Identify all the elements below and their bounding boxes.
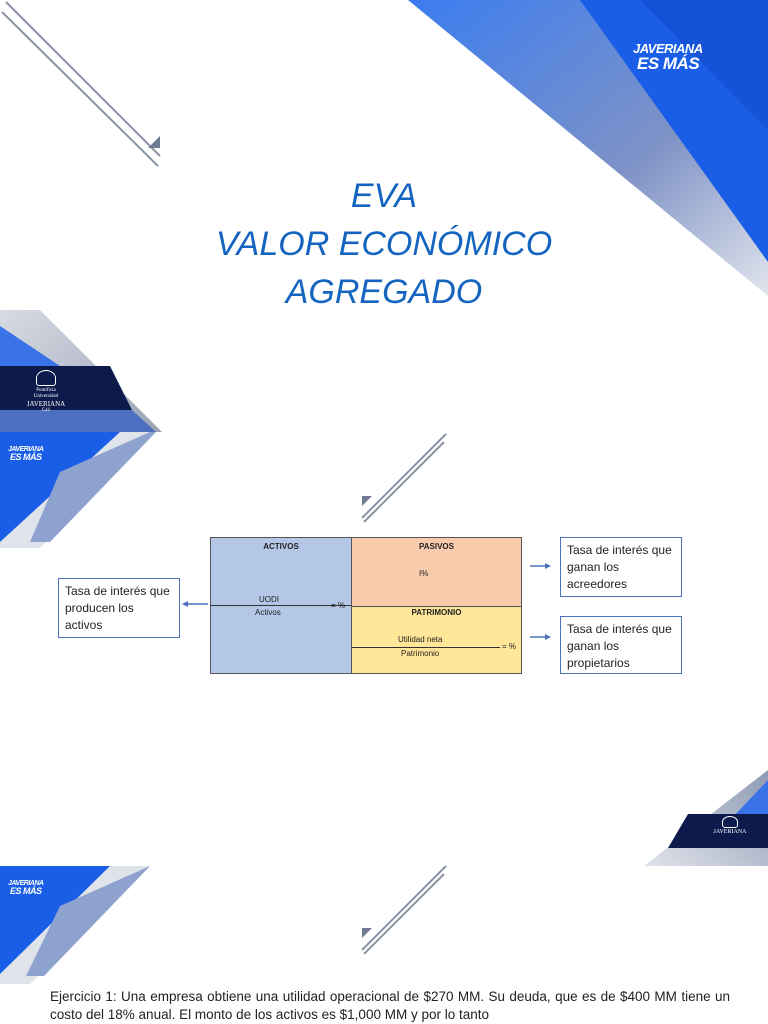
brand-line1: JAVERIANA [8, 880, 44, 887]
patrimonio-numerator: Utilidad neta [398, 635, 443, 644]
balance-sheet-diagram: ACTIVOS PASIVOS I% PATRIMONIO UODI Activ… [210, 537, 522, 674]
university-seal-right: JAVERIANA [710, 816, 750, 836]
seal-line3: Cali [41, 408, 51, 413]
callout-propietarios: Tasa de interés que ganan los propietari… [560, 616, 682, 674]
seal-icon [36, 370, 56, 386]
slide-title: EVA VALOR ECONÓMICO AGREGADO [134, 172, 634, 316]
activos-fraction-line [211, 605, 351, 606]
patrimonio-fraction-line [352, 647, 500, 648]
brand-line1: JAVERIANA [8, 446, 44, 453]
pasivos-block [352, 538, 521, 607]
title-line-1: EVA [350, 177, 418, 215]
brand-logo-slide2: JAVERIANA ES MÁS [8, 446, 44, 462]
title-line-2: VALOR ECONÓMICO [215, 225, 553, 263]
activos-header: ACTIVOS [263, 542, 299, 551]
brand-line2: ES MÁS [10, 886, 42, 896]
decorative-ribbon-slide2-left [0, 432, 156, 548]
pasivos-value: I% [419, 569, 429, 578]
decorative-ribbon-slide3-left [0, 866, 150, 984]
pasivos-header: PASIVOS [419, 542, 454, 551]
decorative-ribbon-top-right [408, 0, 768, 296]
patrimonio-denominator: Patrimonio [401, 649, 440, 658]
callout-activos: Tasa de interés que producen los activos [58, 578, 180, 638]
patrimonio-header: PATRIMONIO [411, 608, 462, 617]
brand-logo-slide3: JAVERIANA ES MÁS [8, 880, 44, 896]
decorative-ribbon-left [0, 310, 162, 432]
activos-numerator: UODI [259, 595, 279, 604]
activos-result: = % [331, 601, 346, 610]
seal-line2: JAVERIANA [26, 400, 66, 408]
university-seal-left: Pontificia Universidad JAVERIANA Cali [24, 370, 68, 414]
title-line-3: AGREGADO [285, 273, 483, 311]
arrow-left-icon [182, 601, 208, 607]
brand-line1: JAVERIANA [633, 41, 703, 56]
decorative-lines-top-left [1, 1, 161, 167]
activos-denominator: Activos [255, 608, 281, 617]
decorative-lines-slide3-center [361, 865, 447, 954]
decorative-ribbon-slide2-right [644, 770, 768, 866]
patrimonio-result: = % [502, 642, 517, 651]
arrow-right-bottom-icon [530, 634, 551, 640]
arrow-right-top-icon [530, 563, 551, 569]
patrimonio-block [352, 607, 521, 673]
callout-acreedores: Tasa de interés que ganan los acreedores [560, 537, 682, 597]
brand-logo-top-right: JAVERIANA ES MÁS [633, 42, 703, 72]
decorative-lines-slide2-center [361, 433, 447, 523]
seal-line2: JAVERIANA [713, 829, 747, 835]
brand-line2: ES MÁS [10, 452, 42, 462]
seal-line1: Pontificia Universidad [33, 388, 59, 399]
seal-icon [722, 816, 738, 828]
brand-line2: ES MÁS [637, 54, 700, 73]
exercise-text: Ejercicio 1: Una empresa obtiene una uti… [50, 989, 730, 1022]
